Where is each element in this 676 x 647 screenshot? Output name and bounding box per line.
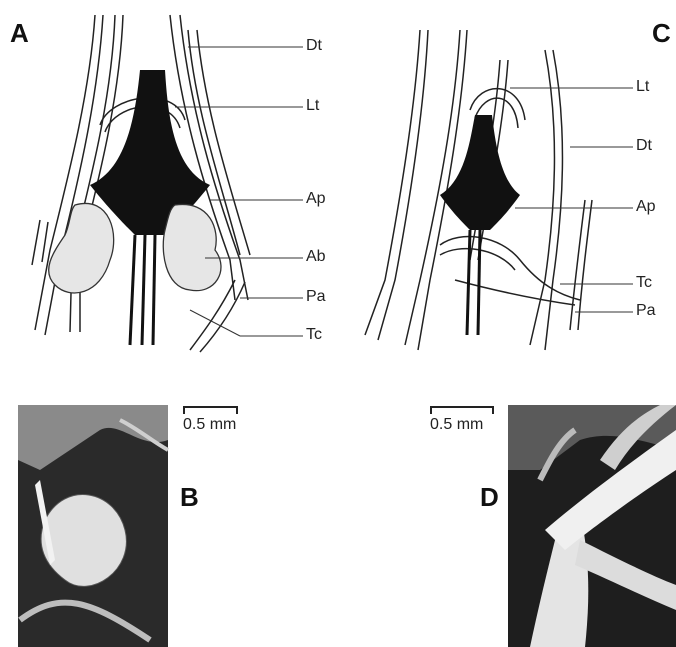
label-a-lt: Lt xyxy=(306,97,319,115)
label-c-lt: Lt xyxy=(636,78,649,96)
scalebar-b-line xyxy=(183,406,238,408)
scalebar-d-label: 0.5 mm xyxy=(430,416,494,434)
panel-letter-c: C xyxy=(652,18,671,49)
panel-letter-a: A xyxy=(10,18,29,49)
label-c-dt: Dt xyxy=(636,137,652,155)
panel-letter-b: B xyxy=(180,482,199,513)
label-c-ap: Ap xyxy=(636,198,656,216)
label-a-dt: Dt xyxy=(306,37,322,55)
scalebar-d: 0.5 mm xyxy=(430,406,494,434)
scalebar-b: 0.5 mm xyxy=(183,406,238,434)
label-a-ab: Ab xyxy=(306,248,326,266)
label-a-pa: Pa xyxy=(306,288,326,306)
scalebar-b-label: 0.5 mm xyxy=(183,416,238,434)
scalebar-d-line xyxy=(430,406,494,408)
panel-letter-d: D xyxy=(480,482,499,513)
label-a-ap: Ap xyxy=(306,190,326,208)
label-c-pa: Pa xyxy=(636,302,656,320)
label-c-tc: Tc xyxy=(636,274,652,292)
label-a-tc: Tc xyxy=(306,326,322,344)
